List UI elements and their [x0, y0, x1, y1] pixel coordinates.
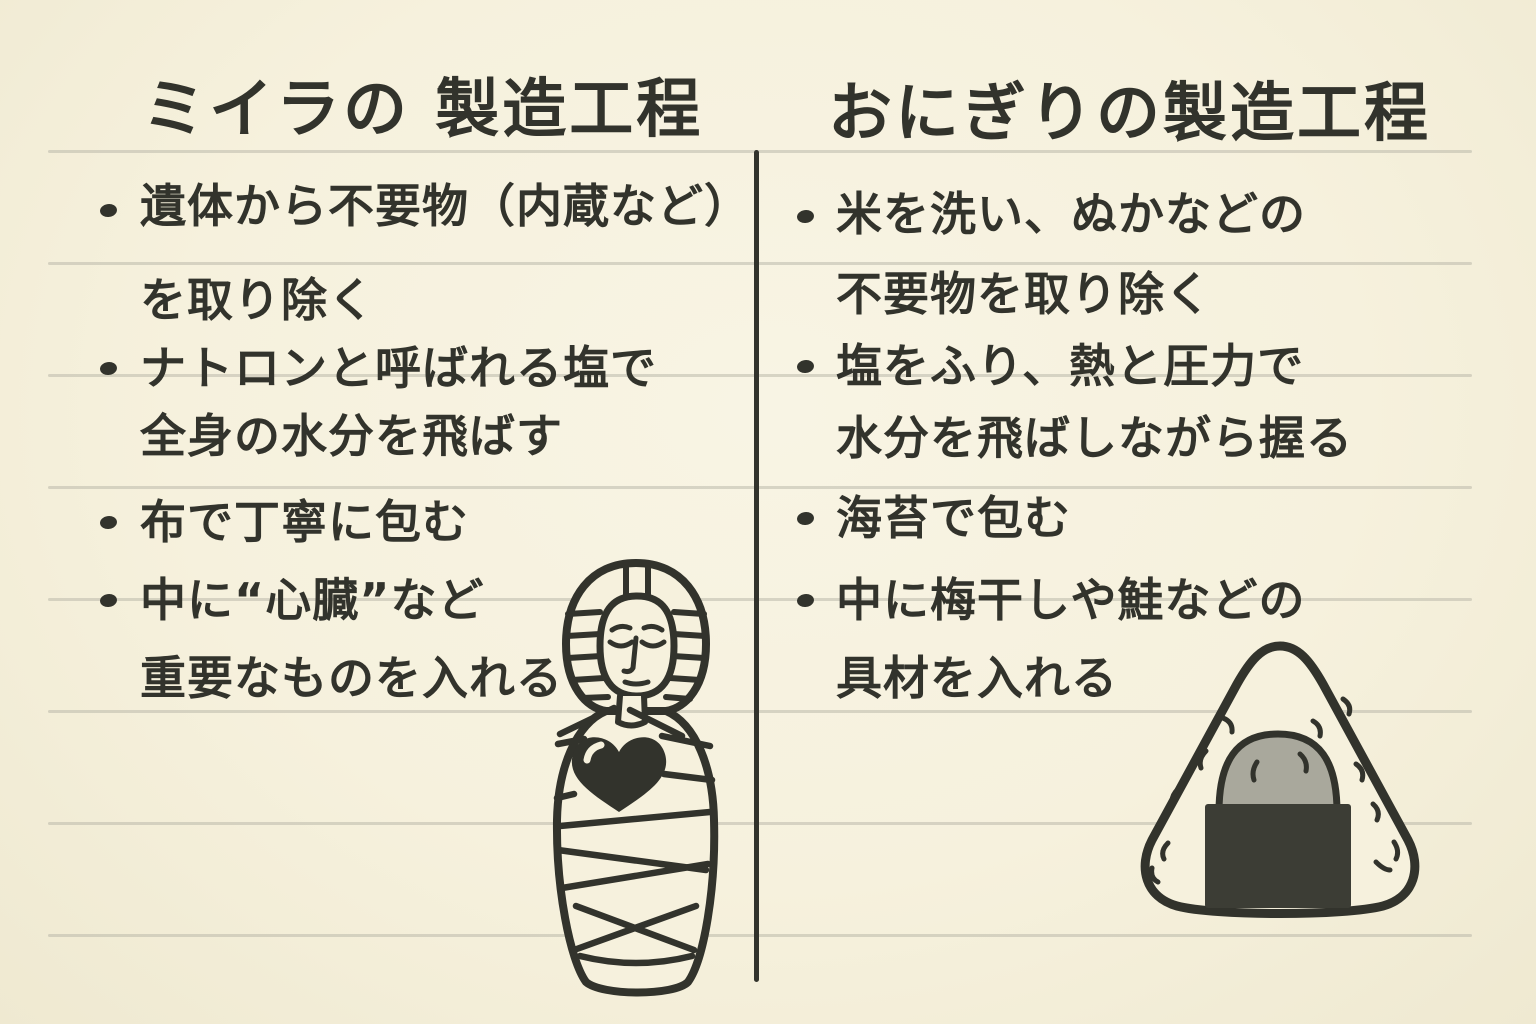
filling-dome: [1219, 734, 1337, 812]
mummy-body: [552, 559, 719, 997]
bullet-text: 水分を飛ばしながら握る: [836, 411, 1353, 465]
bullet-text: 不要物を取り除く: [836, 267, 1212, 321]
bullet-text: 全身の水分を飛ばす: [140, 409, 563, 463]
rice-texture: [1149, 696, 1401, 885]
onigiri-illustration: [1140, 641, 1420, 918]
bullet-text: 重要なものを入れる: [140, 651, 563, 705]
nori-sheet: [1205, 804, 1351, 908]
bullet-text: 塩をふり、熱と圧力で: [836, 339, 1305, 393]
mummy-face-features: [607, 623, 667, 687]
headdress-stripes: [564, 609, 708, 702]
bullet-text: ナトロンと呼ばれる塩で: [140, 341, 657, 395]
bullet-text: 中に梅干しや鮭などの: [836, 573, 1306, 627]
bullet-text: 具材を入れる: [836, 651, 1118, 705]
ruled-line: [48, 934, 1472, 937]
bullet-text: 遺体から不要物（内蔵など）: [140, 179, 751, 233]
ruled-line: [48, 374, 1472, 377]
ruled-line: [48, 822, 1472, 825]
headdress-band: [623, 562, 651, 601]
bullet-text: 米を洗い、ぬかなどの: [836, 187, 1306, 241]
ruled-line: [48, 486, 1472, 489]
bullet-text: 布で丁寧に包む: [140, 495, 469, 549]
right-column-title: おにぎりの製造工程: [828, 77, 1431, 151]
bullet-text: 海苔で包む: [836, 491, 1071, 545]
heart-icon: [571, 737, 667, 812]
filling-texture: [1250, 751, 1309, 783]
ruled-line: [48, 150, 1472, 153]
heart-highlight: [583, 741, 605, 764]
ruled-line: [48, 710, 1472, 713]
bullet-text: を取り除く: [140, 273, 375, 327]
left-column-title: ミイラの 製造工程: [142, 73, 704, 147]
ruled-line: [48, 598, 1472, 601]
mummy-illustration: [552, 559, 719, 997]
ruled-line: [48, 262, 1472, 265]
bandage-lines: [553, 704, 716, 967]
column-divider: [754, 150, 759, 982]
filling-outline: [1215, 730, 1341, 816]
bullet-text: 中に“心臓”など: [140, 573, 485, 627]
